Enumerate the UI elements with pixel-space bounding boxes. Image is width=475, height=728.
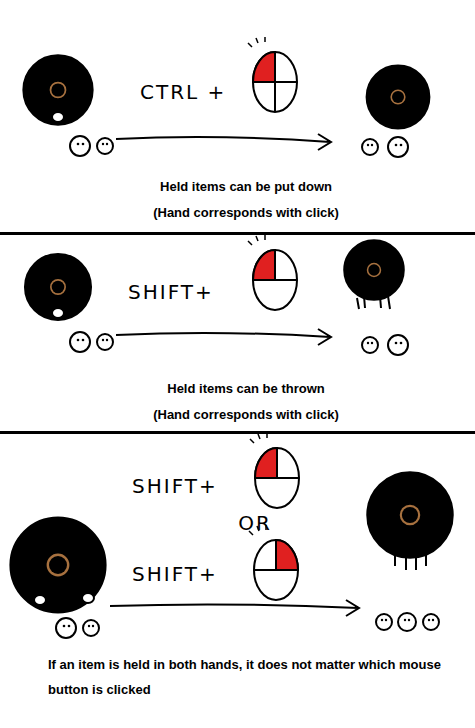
hand <box>70 136 90 156</box>
thrown-item <box>383 488 437 542</box>
hand <box>83 620 99 636</box>
caption-text: (Hand corresponds with click) <box>4 200 475 225</box>
characters <box>28 68 439 638</box>
hand <box>52 308 64 318</box>
hand <box>82 593 94 603</box>
caption-text: If an item is held in both hands, it doe… <box>48 652 448 702</box>
hand <box>388 137 408 157</box>
hand <box>52 112 64 122</box>
hand <box>70 332 90 352</box>
key-combo-label: SHIFT+ <box>128 280 214 304</box>
hand <box>56 618 76 638</box>
caption-text: (Hand corresponds with click) <box>4 402 475 427</box>
key-combo-label: SHIFT+ <box>132 562 218 586</box>
hand <box>362 337 378 353</box>
hand <box>97 334 113 350</box>
separator <box>0 431 475 434</box>
hand <box>388 335 408 355</box>
mouse <box>250 433 299 508</box>
caption-text: Held items can be thrown <box>4 376 475 401</box>
mouse <box>248 235 297 310</box>
key-combo-label: OR <box>205 511 305 535</box>
held-item <box>37 266 79 308</box>
arrow <box>110 600 359 616</box>
arrow <box>116 134 331 150</box>
motion-lines <box>357 296 426 570</box>
separator <box>0 232 475 235</box>
hand <box>362 139 378 155</box>
key-combo-label: CTRL + <box>140 80 226 104</box>
held-item <box>36 68 80 112</box>
hand <box>34 595 46 605</box>
mouse <box>248 37 297 112</box>
key-combo-label: SHIFT+ <box>132 474 218 498</box>
hand <box>97 138 113 154</box>
hand <box>398 613 416 631</box>
dropped-item <box>378 77 418 117</box>
arrow <box>116 329 331 345</box>
hand <box>423 614 439 630</box>
held-item <box>28 535 88 595</box>
thrown-item <box>355 251 393 289</box>
mouse <box>249 525 298 600</box>
hand <box>376 614 392 630</box>
caption-text: Held items can be put down <box>4 174 475 199</box>
